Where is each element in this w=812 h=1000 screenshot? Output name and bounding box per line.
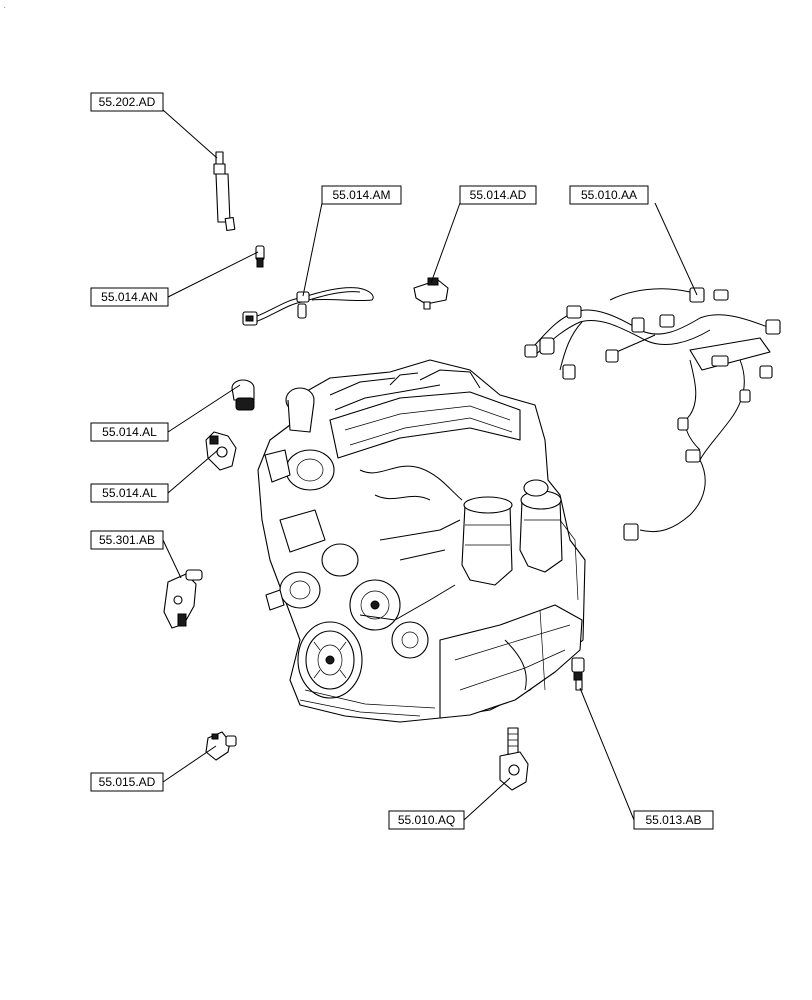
harness-main-part xyxy=(524,287,781,541)
callout-sensor-an[interactable]: 55.014.AN xyxy=(90,287,169,307)
callout-switch-013[interactable]: 55.013.AB xyxy=(633,810,714,830)
callout-label: 55.010.AQ xyxy=(398,813,455,827)
callout-harness-am[interactable]: 55.014.AM xyxy=(321,185,402,205)
callout-sensor-al-1[interactable]: 55.014.AL xyxy=(90,422,169,442)
callout-sensor-015[interactable]: 55.015.AD xyxy=(90,772,164,792)
glow-plug-part xyxy=(213,151,236,232)
callout-label: 55.010.AA xyxy=(581,188,637,202)
sensor-ad-part xyxy=(413,277,449,310)
switch-013-part xyxy=(571,657,585,691)
corner-mark: . xyxy=(4,4,6,10)
callout-sensor-aq[interactable]: 55.010.AQ xyxy=(388,810,465,830)
sensor-301-part xyxy=(163,569,203,629)
callout-sensor-301[interactable]: 55.301.AB xyxy=(90,530,164,550)
callout-label: 55.013.AB xyxy=(645,813,701,827)
sensor-015-part xyxy=(205,731,237,761)
callout-harness-main[interactable]: 55.010.AA xyxy=(569,185,649,205)
leader-lines xyxy=(162,109,698,821)
callout-glow-plug[interactable]: 55.202.AD xyxy=(90,92,164,112)
sensor-al-1-part xyxy=(231,379,255,411)
callout-label: 55.014.AM xyxy=(332,188,390,202)
callout-sensor-al-2[interactable]: 55.014.AL xyxy=(90,483,169,503)
callout-label: 55.202.AD xyxy=(99,95,156,109)
callout-label: 55.014.AN xyxy=(101,290,158,304)
sensor-an-part xyxy=(255,245,265,268)
callout-label: 55.015.AD xyxy=(99,775,156,789)
callout-label: 55.014.AD xyxy=(470,188,527,202)
callout-sensor-ad[interactable]: 55.014.AD xyxy=(459,185,537,205)
engine-illustration xyxy=(257,359,586,723)
harness-am-part xyxy=(242,287,374,326)
callout-label: 55.014.AL xyxy=(102,486,157,500)
sensor-al-2-part xyxy=(205,431,237,471)
sensor-aq-part xyxy=(499,727,529,791)
callout-label: 55.014.AL xyxy=(102,425,157,439)
callout-label: 55.301.AB xyxy=(99,533,155,547)
